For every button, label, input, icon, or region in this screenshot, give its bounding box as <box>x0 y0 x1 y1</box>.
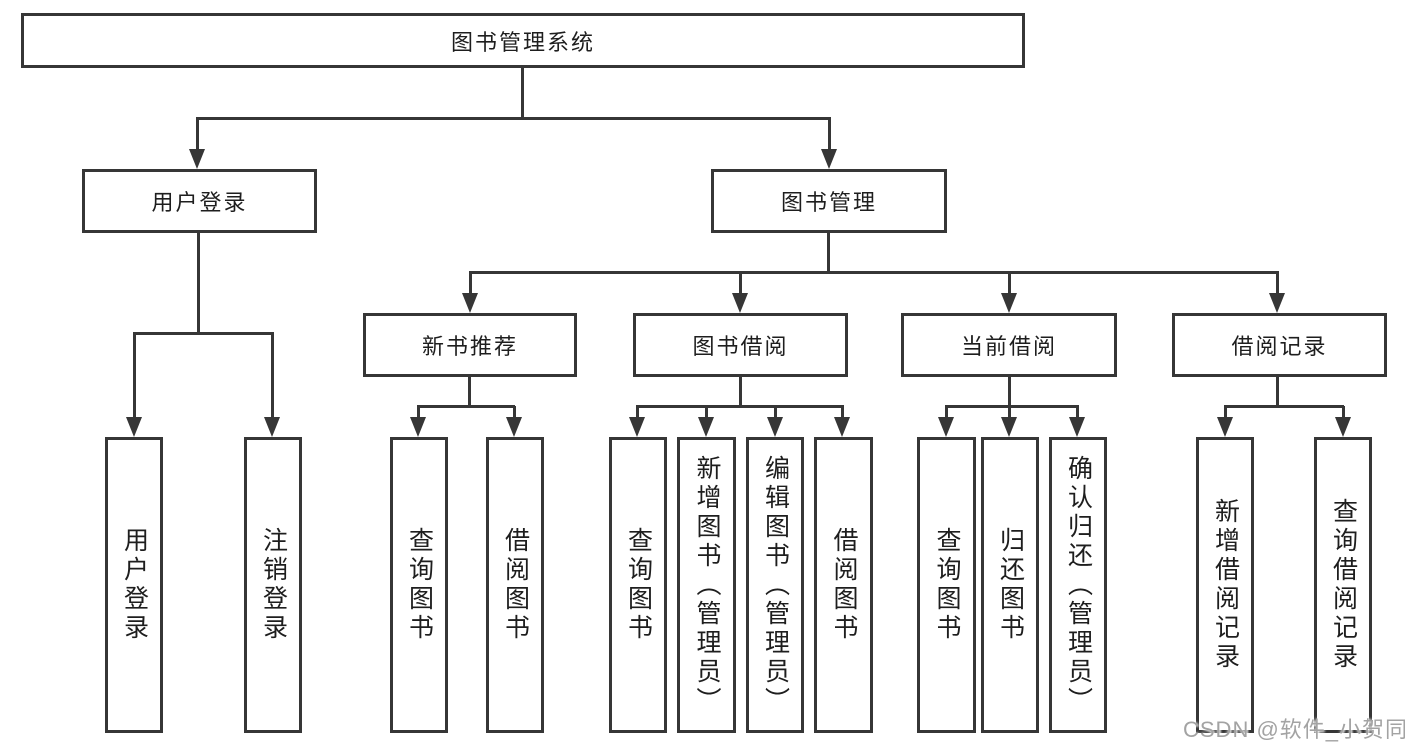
node-book-management-label: 图书管理 <box>780 190 877 215</box>
leaf-query-books-1-label: 查询图书 <box>405 527 434 643</box>
connector-current-borrowing-bar <box>945 405 1079 408</box>
node-book-management: 图书管理 <box>711 169 947 233</box>
node-borrowing-records-label: 借阅记录 <box>1231 334 1328 359</box>
connector-new-book-bar <box>417 405 515 408</box>
leaf-edit-books-admin-label: 编辑图书（管理员） <box>761 454 790 716</box>
arrow-down-icon <box>126 417 142 437</box>
arrow-down-icon <box>410 417 426 437</box>
leaf-return-books: 归还图书 <box>981 437 1039 733</box>
connector-book-borrowing-bar <box>636 405 844 408</box>
connector-drop-current-borrowing <box>1008 272 1011 293</box>
leaf-add-borrow-record: 新增借阅记录 <box>1196 437 1254 733</box>
connector-drop <box>636 406 639 417</box>
connector-drop-borrowing-records <box>1276 272 1279 293</box>
leaf-add-borrow-record-label: 新增借阅记录 <box>1211 498 1240 672</box>
connector-drop-book-borrowing <box>739 272 742 293</box>
leaf-query-books-2: 查询图书 <box>609 437 667 733</box>
leaf-borrow-books-2: 借阅图书 <box>814 437 873 733</box>
connector-user-login-bar <box>133 332 274 335</box>
connector-drop-leaf-user-login <box>133 333 136 417</box>
leaf-add-books-admin-label: 新增图书（管理员） <box>693 454 721 716</box>
arrow-down-icon <box>938 417 954 437</box>
arrow-down-icon <box>189 149 205 169</box>
connector-drop <box>417 406 420 417</box>
leaf-borrow-books-1-label: 借阅图书 <box>501 527 530 643</box>
connector-drop <box>1224 406 1227 417</box>
leaf-confirm-return-admin: 确认归还（管理员） <box>1049 437 1107 733</box>
connector-drop <box>945 406 948 417</box>
arrow-down-icon <box>1069 417 1085 437</box>
node-user-login-label: 用户登录 <box>151 190 248 215</box>
leaf-user-login: 用户登录 <box>105 437 163 733</box>
arrow-down-icon <box>629 417 645 437</box>
connector-drop <box>841 406 844 417</box>
arrow-down-icon <box>1269 293 1285 313</box>
leaf-query-borrow-record: 查询借阅记录 <box>1314 437 1372 733</box>
leaf-logout-label: 注销登录 <box>259 527 288 643</box>
node-library-system-label: 图书管理系统 <box>450 29 595 55</box>
node-book-borrowing-label: 图书借阅 <box>692 334 789 359</box>
leaf-return-books-label: 归还图书 <box>996 527 1025 643</box>
leaf-query-books-3: 查询图书 <box>917 437 976 733</box>
arrow-down-icon <box>1217 417 1233 437</box>
connector-drop-book-management <box>828 118 831 149</box>
connector-drop <box>774 406 777 417</box>
connector-drop-user-login <box>196 118 199 149</box>
arrow-down-icon <box>1001 293 1017 313</box>
connector-borrowing-records-stem <box>1276 377 1279 406</box>
node-user-login: 用户登录 <box>82 169 317 233</box>
connector-new-book-stem <box>468 377 471 406</box>
leaf-logout: 注销登录 <box>244 437 302 733</box>
node-book-borrowing: 图书借阅 <box>633 313 848 377</box>
connector-root-bar <box>196 117 831 120</box>
arrow-down-icon <box>821 149 837 169</box>
connector-book-management-stem <box>827 233 830 272</box>
node-new-book-recommendation: 新书推荐 <box>363 313 577 377</box>
leaf-query-books-1: 查询图书 <box>390 437 448 733</box>
connector-drop <box>513 406 516 417</box>
leaf-borrow-books-2-label: 借阅图书 <box>830 527 858 643</box>
connector-borrowing-records-bar <box>1224 405 1344 408</box>
node-new-book-recommendation-label: 新书推荐 <box>421 334 518 359</box>
node-current-borrowing-label: 当前借阅 <box>960 334 1057 359</box>
arrow-down-icon <box>264 417 280 437</box>
csdn-watermark: CSDN @软件_小贺同学 <box>1183 717 1405 742</box>
arrow-down-icon <box>1335 417 1351 437</box>
connector-book-management-bar <box>469 271 1279 274</box>
arrow-down-icon <box>767 417 783 437</box>
connector-book-borrowing-stem <box>739 377 742 406</box>
leaf-edit-books-admin: 编辑图书（管理员） <box>746 437 804 733</box>
leaf-confirm-return-admin-label: 确认归还（管理员） <box>1064 454 1093 716</box>
arrow-down-icon <box>506 417 522 437</box>
leaf-add-books-admin: 新增图书（管理员） <box>677 437 736 733</box>
node-current-borrowing: 当前借阅 <box>901 313 1117 377</box>
arrow-down-icon <box>698 417 714 437</box>
connector-drop <box>705 406 708 417</box>
connector-drop-new-book <box>469 272 472 293</box>
leaf-user-login-label: 用户登录 <box>120 527 149 643</box>
node-library-system: 图书管理系统 <box>21 13 1025 68</box>
arrow-down-icon <box>462 293 478 313</box>
leaf-query-books-2-label: 查询图书 <box>624 527 653 643</box>
arrow-down-icon <box>834 417 850 437</box>
leaf-query-borrow-record-label: 查询借阅记录 <box>1329 498 1358 672</box>
leaf-query-books-3-label: 查询图书 <box>933 527 961 643</box>
connector-user-login-stem <box>197 233 200 333</box>
arrow-down-icon <box>732 293 748 313</box>
arrow-down-icon <box>1001 417 1017 437</box>
connector-current-borrowing-stem <box>1008 377 1011 406</box>
connector-drop <box>1008 406 1011 417</box>
connector-root-stem <box>521 68 524 119</box>
node-borrowing-records: 借阅记录 <box>1172 313 1387 377</box>
connector-drop <box>1076 406 1079 417</box>
connector-drop-leaf-logout <box>271 333 274 417</box>
leaf-borrow-books-1: 借阅图书 <box>486 437 544 733</box>
connector-drop <box>1342 406 1345 417</box>
